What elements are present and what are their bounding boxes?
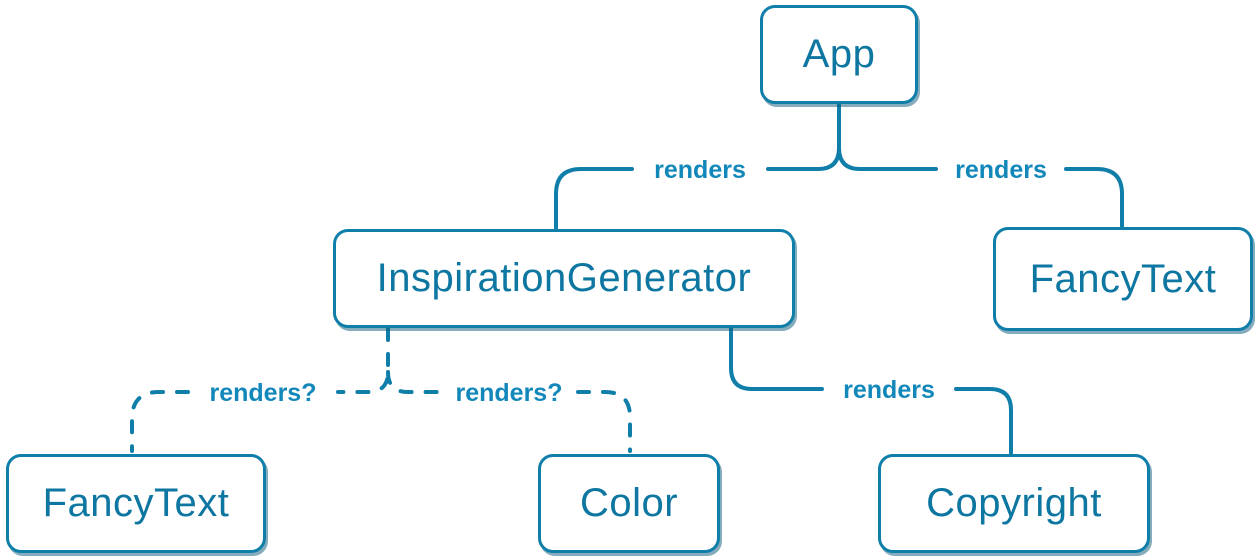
edge-inspirationgenerator-to-color-line-a [386,370,442,394]
node-copyright: Copyright [878,454,1150,553]
edge-label-inspirationgenerator-copyright: renders [843,376,935,404]
edge-inspirationgenerator-to-color-line-b [576,390,632,453]
node-app: App [760,5,918,104]
edge-app-to-inspirationgenerator-line-a [766,103,841,171]
edge-label-app-inspirationgenerator: renders [654,156,746,184]
edge-app-to-inspirationgenerator-line-b [554,167,634,230]
edge-label-inspirationgenerator-color: renders? [456,379,563,407]
node-inspiration-generator-label: InspirationGenerator [376,256,752,300]
node-inspiration-generator: InspirationGenerator [333,229,795,328]
node-app-label: App [802,32,876,76]
node-fancy-text-top: FancyText [993,227,1253,331]
node-color-label: Color [579,481,679,525]
edge-inspirationgenerator-to-copyright-line-b [954,387,1013,455]
edge-label-app-fancytext: renders [955,156,1047,184]
edge-app-to-fancytext-line-b [1064,167,1124,228]
node-fancy-text-bottom-label: FancyText [42,481,230,525]
edge-label-inspirationgenerator-fancytext: renders? [210,379,317,407]
edge-inspirationgenerator-to-fancytext-line-a [336,327,390,394]
edge-app-to-fancytext-line-a [837,146,938,171]
edge-inspirationgenerator-to-copyright-line-a [729,327,824,391]
node-fancy-text-bottom: FancyText [6,454,266,553]
node-copyright-label: Copyright [926,481,1102,525]
node-color: Color [538,454,720,553]
node-fancy-text-top-label: FancyText [1029,256,1217,301]
edge-inspirationgenerator-to-fancytext-line-b [130,390,190,453]
